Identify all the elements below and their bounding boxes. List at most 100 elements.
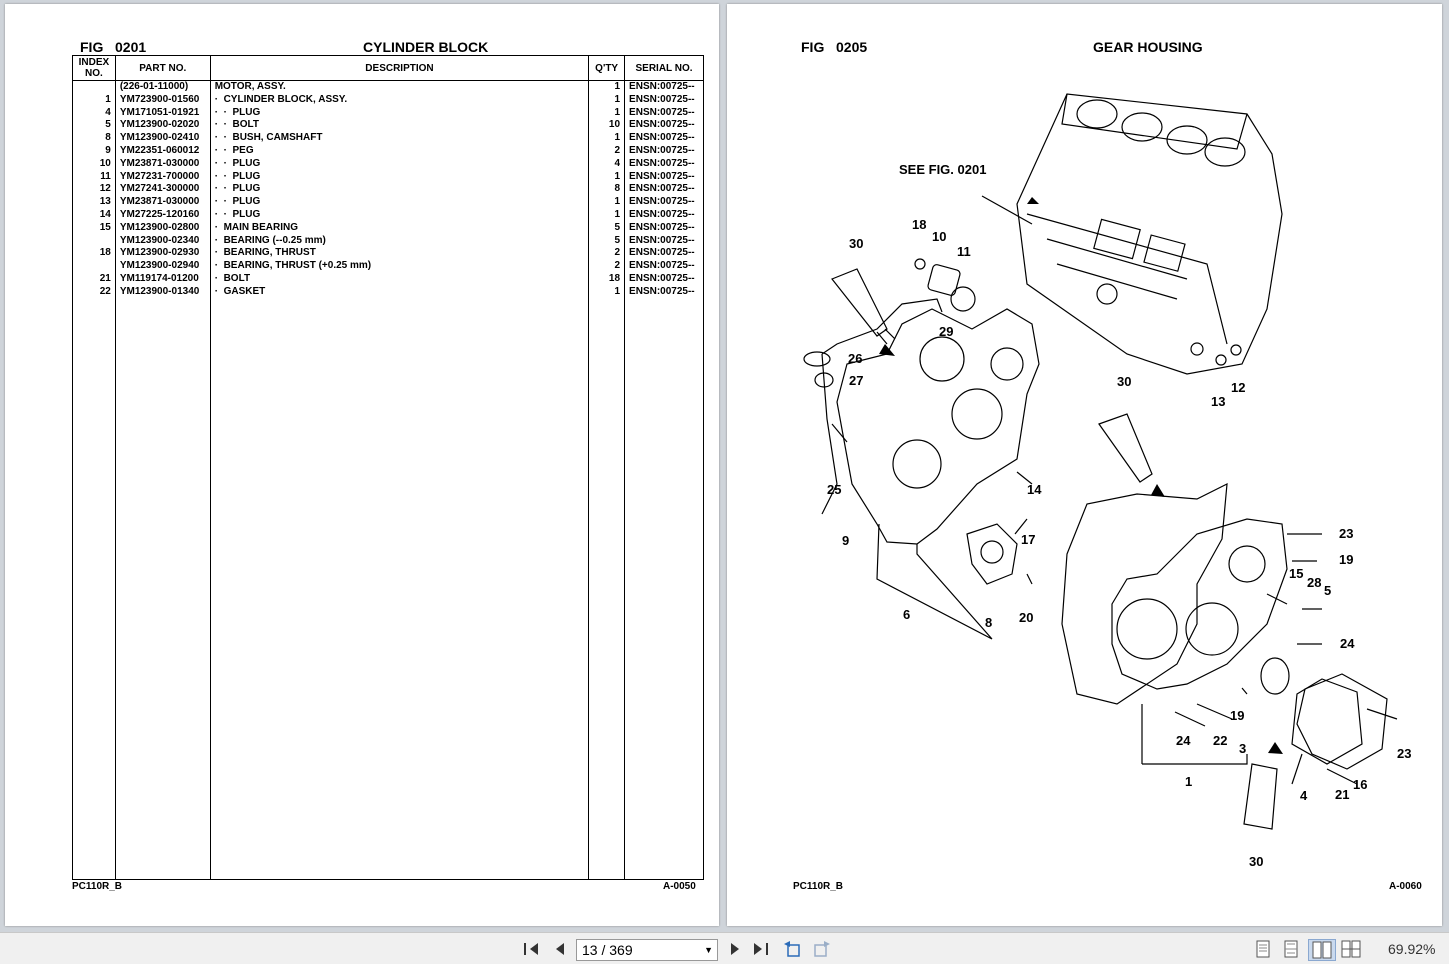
page-footer-number: A-0050 xyxy=(663,881,696,892)
serial-cell: ENSN:00725-- xyxy=(624,93,704,107)
callout-label: 16 xyxy=(1353,777,1367,792)
callout-label: 14 xyxy=(1027,482,1042,497)
callout-label: 13 xyxy=(1211,394,1225,409)
prev-page-icon[interactable] xyxy=(548,939,570,959)
serial-cell: ENSN:00725-- xyxy=(624,119,704,133)
next-page-icon[interactable] xyxy=(724,939,746,959)
index-cell: 9 xyxy=(72,144,116,158)
callout-label: 24 xyxy=(1340,636,1355,651)
index-cell: 15 xyxy=(72,221,116,235)
page-footer-code: PC110R_B xyxy=(72,881,123,892)
last-page-icon[interactable] xyxy=(750,939,772,959)
part-number-cell: YM22351-060012 xyxy=(114,144,211,158)
serial-cell: ENSN:00725-- xyxy=(624,144,704,158)
fig-number: 0201 xyxy=(115,39,147,55)
callout-label: 19 xyxy=(1230,708,1244,723)
right-page: FIG 0205 GEAR HOUSING xyxy=(727,4,1442,926)
table-filler-row xyxy=(72,298,704,880)
page-number-input[interactable]: 13 / 369 ▼ xyxy=(576,939,718,961)
page-footer-number: A-0060 xyxy=(1389,881,1422,892)
description-cell: · · PLUG xyxy=(209,157,590,171)
fig-number: 0205 xyxy=(836,39,868,55)
first-page-icon[interactable] xyxy=(520,939,542,959)
index-cell: 14 xyxy=(72,208,116,222)
qty-cell: 1 xyxy=(588,196,626,209)
left-page: FIG 0201 CYLINDER BLOCK INDEX NO. PART N… xyxy=(5,4,719,926)
part-number-cell: YM23871-030000 xyxy=(114,157,211,171)
pdf-toolbar: 13 / 369 ▼ 69.92% xyxy=(0,932,1449,964)
part-number-cell: YM119174-01200 xyxy=(114,272,211,286)
column-header-part-no: PART NO. xyxy=(114,55,211,81)
serial-cell: ENSN:00725-- xyxy=(624,221,704,235)
qty-cell: 1 xyxy=(588,80,626,94)
qty-cell: 1 xyxy=(588,285,626,299)
callout-label: 26 xyxy=(848,351,862,366)
serial-cell: ENSN:00725-- xyxy=(624,285,704,299)
exploded-diagram: SEE FIG. 0201 30181011292627259141768203… xyxy=(803,93,1411,869)
qty-cell: 2 xyxy=(588,247,626,261)
gear-case-cover-drawing xyxy=(821,298,1040,545)
serial-cell: ENSN:00725-- xyxy=(624,183,704,197)
index-cell: 18 xyxy=(72,247,116,261)
part-number-cell: YM27225-120160 xyxy=(114,208,211,222)
forward-view-icon[interactable] xyxy=(810,939,834,959)
continuous-view-icon[interactable] xyxy=(1280,939,1302,959)
page-title: GEAR HOUSING xyxy=(1093,39,1203,55)
callout-label: 27 xyxy=(849,373,863,388)
back-view-icon[interactable] xyxy=(780,939,804,959)
description-cell: · · PLUG xyxy=(209,170,590,184)
callout-label: 24 xyxy=(1176,733,1191,748)
index-cell: 10 xyxy=(72,157,116,171)
qty-cell: 1 xyxy=(588,106,626,120)
arrow-icon xyxy=(1268,742,1283,754)
description-cell: · · PLUG xyxy=(209,208,590,222)
part-number-cell: YM27241-300000 xyxy=(114,183,211,197)
serial-cell: ENSN:00725-- xyxy=(624,170,704,184)
part-number-cell: YM123900-02930 xyxy=(114,247,211,261)
callout-label: 25 xyxy=(827,482,841,497)
page-indicator: 13 / 369 xyxy=(582,942,633,958)
qty-cell: 10 xyxy=(588,119,626,133)
description-cell: · BEARING (--0.25 mm) xyxy=(209,234,590,248)
part-number-cell: YM27231-700000 xyxy=(114,170,211,184)
chevron-down-icon[interactable]: ▼ xyxy=(704,945,713,955)
qty-cell: 1 xyxy=(588,132,626,145)
description-cell: · BEARING, THRUST (+0.25 mm) xyxy=(209,260,590,273)
index-cell: 21 xyxy=(72,272,116,286)
description-cell: · CYLINDER BLOCK, ASSY. xyxy=(209,93,590,107)
zoom-level[interactable]: 69.92% xyxy=(1388,941,1436,957)
description-cell: · GASKET xyxy=(209,285,590,299)
callout-label: 21 xyxy=(1335,787,1349,802)
qty-cell: 18 xyxy=(588,272,626,286)
index-cell: 11 xyxy=(72,170,116,184)
part-number-cell: YM123900-02340 xyxy=(114,234,211,248)
index-cell: 12 xyxy=(72,183,116,197)
callout-label: 20 xyxy=(1019,610,1033,625)
callout-label: 18 xyxy=(912,217,926,232)
part-number-cell: YM123900-02940 xyxy=(114,260,211,273)
two-page-view-icon[interactable] xyxy=(1308,939,1336,961)
two-page-continuous-icon[interactable] xyxy=(1340,939,1362,959)
part-number-cell: (226-01-11000) xyxy=(114,80,211,94)
part-number-cell: YM23871-030000 xyxy=(114,196,211,209)
index-cell: 1 xyxy=(72,93,116,107)
serial-cell: ENSN:00725-- xyxy=(624,106,704,120)
callout-label: 15 xyxy=(1289,566,1303,581)
fig-label: FIG 0205 xyxy=(801,39,868,55)
callout-label: 29 xyxy=(939,324,953,339)
gear-housing-drawing xyxy=(1111,518,1290,695)
qty-cell: 2 xyxy=(588,260,626,273)
single-page-view-icon[interactable] xyxy=(1252,939,1274,959)
